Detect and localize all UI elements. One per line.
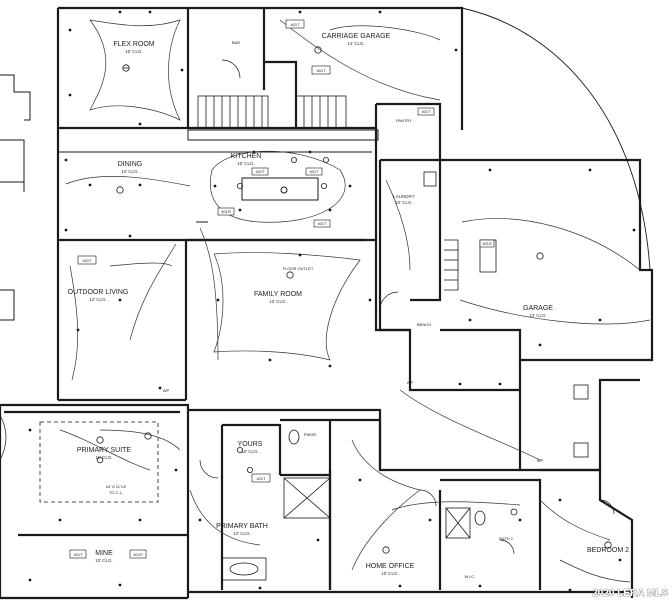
tag-boxes [69, 19, 495, 559]
room-carriage-name: CARRIAGE GARAGE [322, 33, 391, 40]
room-kitchen-ceiling: 10' CLG. [237, 161, 255, 166]
kitchen-island [187, 129, 379, 223]
room-carriage-ceiling: 14' CLG. [347, 41, 365, 46]
room-primary-name: PRIMARY SUITE [77, 447, 132, 454]
tag-garage: 401S [482, 241, 492, 246]
room-office-name: HOME OFFICE [366, 563, 415, 570]
tag-wp-2: WP [537, 458, 544, 463]
room-dining-ceiling: 10' CLG. [121, 169, 139, 174]
room-office-ceiling: 10' CLG. [381, 571, 399, 576]
fixtures [39, 171, 589, 581]
wiring [59, 19, 651, 583]
room-mine-name: MINE [95, 550, 113, 557]
room-kitchen-name: KITCHEN [231, 153, 262, 160]
room-dining-name: DINING [118, 161, 143, 168]
tag-carriage-2: 401T [316, 68, 326, 73]
left-fragments [0, 74, 31, 321]
tag-carriage: 401T [290, 22, 300, 27]
note-pantry: PANTRY [396, 118, 412, 123]
room-mine-ceiling: 10' CLG. [95, 558, 113, 563]
tag-mine-1: 401T [73, 552, 83, 557]
room-yours-name: YOURS [238, 441, 263, 448]
room-yours-ceiling: 10' CLG. [241, 449, 259, 454]
tag-wp-1: WP [163, 388, 170, 393]
tag-pantry: 401T [421, 109, 431, 114]
room-garage-ceiling: 14' CLG. [529, 313, 547, 318]
room-outdoor-name: OUTDOOR LIVING [68, 289, 129, 296]
room-primarybath-ceiling: 10' CLG. [233, 531, 251, 536]
note-floor-outlet: FLOOR OUTLET [283, 266, 314, 271]
room-laundry-name: LAUNDRY [393, 194, 414, 199]
room-family-ceiling: 12' CLG. [269, 299, 287, 304]
light-fixtures [96, 46, 612, 554]
room-primarybath-name: PRIMARY BATH [216, 523, 268, 530]
room-labels: FLEX ROOM 10' CLG. CARRIAGE GARAGE 14' C… [68, 33, 629, 576]
mls-watermark: 2020 LERA MLS [592, 588, 668, 599]
tag-kitchen-3: 401R [221, 209, 231, 214]
note-bar: BAR [232, 40, 240, 45]
room-primary-ceiling: 11' CLG. [95, 455, 112, 460]
note-primary-detail-1: 24' X 11'1/2 [106, 484, 127, 489]
walls [0, 6, 654, 600]
note-bench: BENCH [417, 322, 431, 327]
tag-wp-3: WP [407, 380, 414, 385]
room-garage-name: GARAGE [523, 305, 553, 312]
room-flex-name: FLEX ROOM [113, 41, 154, 48]
tag-kitchen-1: 401T [255, 169, 265, 174]
room-bedroom2-name: BEDROOM 2 [587, 547, 629, 554]
doors [0, 7, 651, 555]
tag-kitchen-4: 401T [317, 221, 327, 226]
room-outdoor-ceiling: 12' CLG. [89, 297, 107, 302]
room-laundry-ceiling: 10' CLG. [395, 200, 413, 205]
receptacles [28, 10, 636, 592]
tag-outdoor: 401T [82, 258, 92, 263]
note-bath2: BATH 2 [499, 536, 513, 541]
tag-yours: 401T [256, 476, 266, 481]
room-family-name: FAMILY ROOM [254, 291, 302, 298]
tag-mine-2: 401P [133, 552, 143, 557]
room-flex-ceiling: 10' CLG. [125, 49, 143, 54]
note-wic: W.I.C. [465, 574, 476, 579]
tag-kitchen-2: 401T [309, 169, 319, 174]
stairs [197, 95, 459, 291]
note-primary-detail-2: TO C.L. [109, 490, 123, 495]
note-labels: BAR PANTRY FLOOR OUTLET BENCH PWDR BATH … [73, 22, 543, 579]
note-powder: PWDR [304, 432, 316, 437]
